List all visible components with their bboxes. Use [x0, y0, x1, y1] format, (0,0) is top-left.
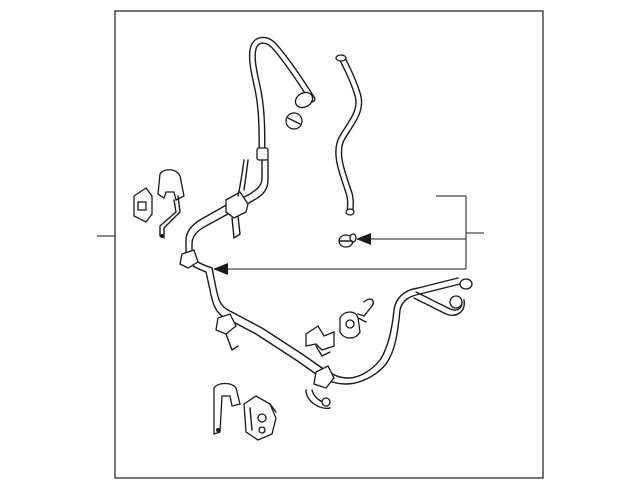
arrow-head-lower [213, 263, 228, 275]
clamp-upper-left [133, 169, 185, 239]
pressure-line [185, 195, 473, 385]
clamp-bottom [213, 382, 277, 441]
return-hose [335, 54, 363, 216]
diagram-frame [114, 10, 544, 479]
bracket-center [305, 298, 374, 357]
clamp-lower-mid [305, 365, 335, 409]
arrow-head-upper [356, 233, 371, 245]
clamp-mid [225, 159, 249, 239]
upper-hose [237, 36, 316, 207]
fitting-clamp [338, 233, 357, 248]
callout-bracket-right [213, 195, 484, 275]
clamp-left-elbow [179, 249, 239, 351]
